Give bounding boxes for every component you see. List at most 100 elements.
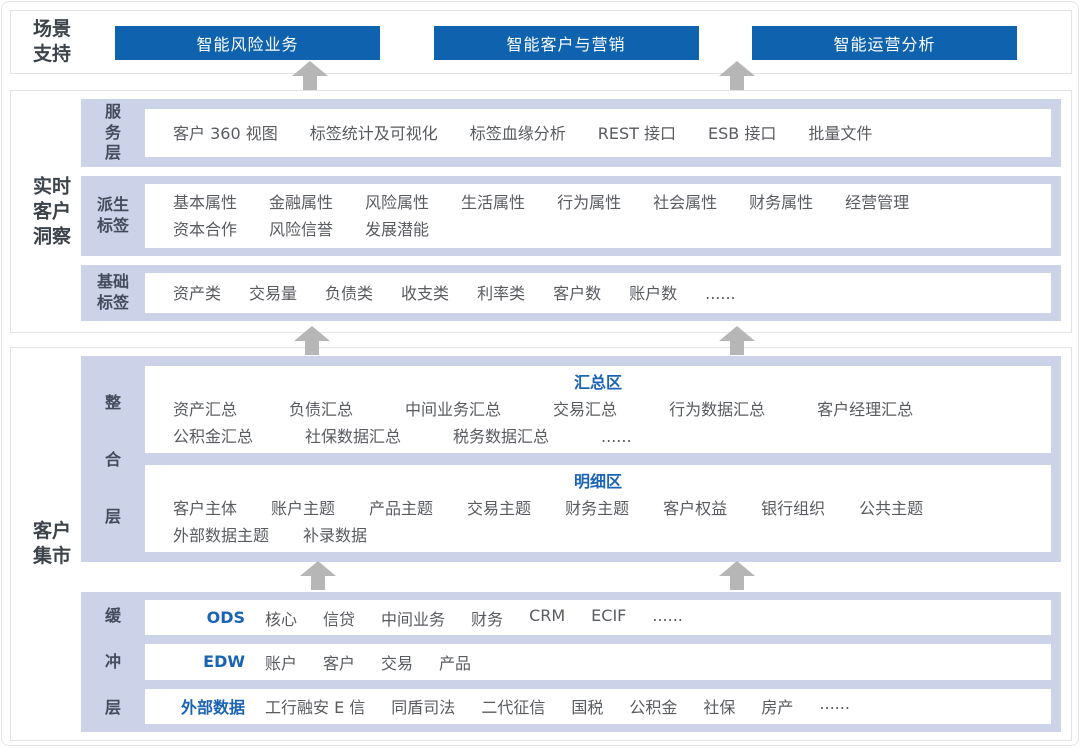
scenario-support-bar: 场景支持 智能风险业务 智能客户与营销 智能运营分析 [10, 10, 1072, 74]
zone-title: 汇总区 [573, 372, 622, 392]
section-label-text: 场景支持 [32, 17, 71, 65]
layer-item: ...... [819, 694, 850, 714]
layer-item: 公积金 [629, 698, 678, 718]
layer-item: 工行融安 E 信 [265, 698, 366, 718]
layer-item: 客户 360 视图 [173, 123, 278, 143]
layer-item: 中间业务 [381, 609, 446, 629]
scenario-button[interactable]: 智能客户与营销 [433, 26, 699, 60]
layer-item: ...... [705, 283, 736, 303]
layer-item: 收支类 [401, 283, 450, 303]
layer-item: 批量文件 [808, 123, 873, 143]
scenario-button-group: 智能风险业务 智能客户与营销 智能运营分析 [115, 26, 1017, 60]
layer-item: CRM [529, 605, 566, 625]
layer-item: 发展潜能 [365, 220, 430, 239]
layer-item: ...... [652, 605, 683, 625]
item-row: 客户主体账户主题产品主题交易主题财务主题客户权益银行组织公共主题 [145, 495, 1051, 522]
layer-item: 产品 [439, 653, 472, 673]
layer-item: 风险信誉 [269, 220, 334, 239]
layer-item: 公共主题 [859, 498, 924, 518]
item-row: 资本合作 风险信誉 发展潜能 [145, 216, 1051, 243]
layer-item: ESB 接口 [708, 123, 777, 143]
section-label-scenario: 场景支持 [25, 17, 79, 67]
layer-item: 客户 [323, 653, 356, 673]
layer-item: 账户 [265, 653, 298, 673]
layer-item: 财务主题 [565, 498, 630, 518]
layer-item: 利率类 [477, 283, 526, 303]
zone-title: 明细区 [573, 471, 622, 491]
layer-item: 补录数据 [303, 525, 368, 545]
layer-item: 风险属性 [365, 193, 430, 212]
item-row: 外部数据主题 补录数据 [145, 522, 1051, 549]
section-label-insight: 实时客户洞察 [25, 174, 79, 249]
detail-zone: 明细区 客户主体账户主题产品主题交易主题财务主题客户权益银行组织公共主题 外部数… [145, 465, 1051, 552]
layer-item: 财务属性 [749, 193, 814, 212]
basic-tags-box: 资产类交易量负债类收支类利率类客户数账户数...... [145, 273, 1051, 313]
layer-label-integration: 整合层 [104, 392, 121, 526]
layer-item: 信贷 [323, 609, 356, 629]
layer-item: 产品主题 [369, 498, 434, 518]
up-arrow-icon [292, 61, 328, 90]
layer-label-service: 服务层 [104, 101, 121, 163]
scenario-button[interactable]: 智能风险业务 [115, 26, 380, 60]
layer-item: 行为属性 [557, 193, 622, 212]
layer-item: 经营管理 [845, 193, 910, 212]
buffer-row-edw: EDW 账户客户交易产品 [145, 644, 1051, 680]
layer-item: 行为数据汇总 [669, 399, 766, 419]
buffer-prefix: 外部数据 [180, 698, 245, 718]
buffer-prefix: ODS [206, 608, 245, 628]
layer-item: 房产 [761, 698, 794, 718]
buffer-row-external: 外部数据 工行融安 E 信 同盾司法 二代征信 国税 公积金 社保 房产...... [145, 688, 1051, 724]
up-arrow-icon [719, 61, 755, 90]
mart-section: 客户集市 整合层 汇总区 资产汇总负债汇总中间业务汇总交易汇总行为数据汇总客户经… [10, 347, 1072, 741]
layer-item: 交易主题 [467, 498, 532, 518]
buffer-prefix: EDW [203, 652, 245, 672]
layer-item: 资产类 [173, 283, 222, 303]
layer-item: 资本合作 [173, 220, 238, 239]
item-row: 基本属性金融属性风险属性生活属性行为属性社会属性财务属性经营管理 [145, 189, 1051, 216]
layer-item: 标签统计及可视化 [309, 123, 438, 143]
integration-zones: 汇总区 资产汇总 负债汇总 中间业务汇总 交易汇总 行为数据汇总 客户经理汇总 公积金汇总… [145, 366, 1051, 552]
layer-label-basic: 基础标签 [96, 272, 129, 312]
layer-item: 账户数 [629, 283, 678, 303]
item-row: 公积金汇总社保数据汇总税务数据汇总...... [145, 423, 1051, 450]
item-row: 资产类交易量负债类收支类利率类客户数账户数...... [145, 280, 1051, 307]
layer-item: 中间业务汇总 [405, 399, 502, 419]
mart-bands: 整合层 汇总区 资产汇总 负债汇总 中间业务汇总 交易汇总 行为数据汇总 客户经理汇总 公… [81, 356, 1061, 732]
up-arrow-icon [719, 326, 755, 355]
layer-item: 二代征信 [481, 698, 546, 718]
item-row: 账户客户交易产品 [265, 650, 471, 674]
layer-label-derived: 派生标签 [96, 195, 129, 235]
layer-item: 客户权益 [663, 498, 728, 518]
item-row: 工行融安 E 信 同盾司法 二代征信 国税 公积金 社保 房产...... [265, 694, 850, 718]
layer-item: 客户经理汇总 [817, 399, 914, 419]
layer-item: 客户数 [553, 283, 602, 303]
layer-item: 银行组织 [761, 498, 826, 518]
layer-item: 外部数据主题 [173, 525, 270, 545]
layer-item: 交易量 [249, 283, 298, 303]
layer-item: 生活属性 [461, 193, 526, 212]
scenario-button[interactable]: 智能运营分析 [752, 26, 1017, 60]
layer-item: ...... [601, 426, 632, 446]
layer-item: 同盾司法 [391, 698, 456, 718]
layer-item: 国税 [571, 698, 604, 718]
layer-item: 税务数据汇总 [453, 426, 550, 446]
layer-item: 资产汇总 [173, 399, 238, 419]
layer-item: 交易汇总 [553, 399, 618, 419]
up-arrow-icon [294, 326, 330, 355]
layer-item: 基本属性 [173, 193, 238, 212]
layer-item: 社会属性 [653, 193, 718, 212]
layer-item: 社保 [703, 698, 736, 718]
layer-item: 负债汇总 [289, 399, 354, 419]
layer-item: 财务 [471, 609, 504, 629]
derived-tags-box: 基本属性金融属性风险属性生活属性行为属性社会属性财务属性经营管理 资本合作风险信… [145, 184, 1051, 248]
layer-item: ECIF [591, 605, 627, 625]
layer-item: 客户主体 [173, 498, 238, 518]
